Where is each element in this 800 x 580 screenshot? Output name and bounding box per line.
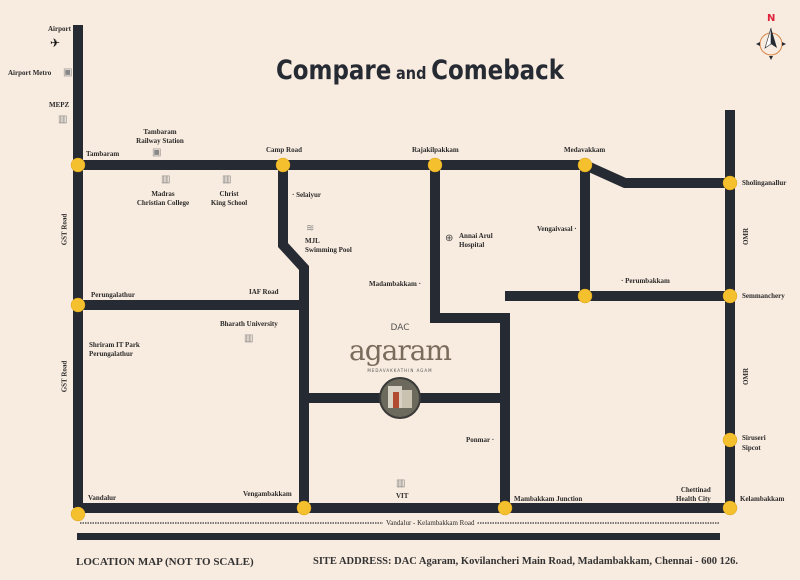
label-line: Tambaram xyxy=(143,128,177,136)
logo-name: agaram xyxy=(349,334,452,367)
label-bharath-university: Bharath University xyxy=(220,320,278,328)
school-icon: ▥ xyxy=(222,174,232,185)
label-vengaivasal: Vengaivasal · xyxy=(537,225,577,233)
road-label-vandalur-kelambakkam: Vandalur - Kelambakkam Road xyxy=(383,519,478,528)
university-icon: ▥ xyxy=(244,333,254,344)
label-line: Annai Arul xyxy=(459,232,493,240)
label-line: Madras xyxy=(151,190,175,198)
train-icon: ▣ xyxy=(63,67,73,78)
label-sholinganallur: Sholinganallur xyxy=(742,179,787,187)
label-selaiyur: · Selaiyur xyxy=(292,191,321,199)
road-camp-road xyxy=(278,165,309,508)
label-siruseri: Siruseri Sipcot xyxy=(742,434,766,452)
swimming-pool-icon: ≋ xyxy=(306,223,315,234)
junction-vandalur xyxy=(70,506,86,522)
junction-medavakkam xyxy=(577,157,593,173)
junction-siruseri xyxy=(722,432,738,448)
label-mepz: MEPZ xyxy=(49,101,70,109)
label-airport: Airport xyxy=(48,25,71,33)
label-vengambakkam: Vengambakkam xyxy=(243,490,292,498)
label-line: King School xyxy=(210,199,248,207)
label-line: Health City xyxy=(676,495,711,503)
label-text: Ponmar xyxy=(466,436,490,444)
label-line: Railway Station xyxy=(136,137,184,145)
compass-icon xyxy=(756,27,786,60)
title-part2: and xyxy=(396,64,427,84)
label-perumbakkam: · Perumbakkam xyxy=(621,277,670,285)
label-text: Selaiyur xyxy=(296,191,321,199)
airplane-icon: ✈ xyxy=(50,36,61,50)
title-part1: Compare xyxy=(275,55,392,86)
label-line: MJL xyxy=(305,237,320,245)
label-ponmar: Ponmar · xyxy=(466,436,495,444)
label-mambakkam: Mambakkam Junction xyxy=(514,495,583,503)
label-semmanchery: Semmanchery xyxy=(742,292,785,300)
label-line: Christian College xyxy=(136,199,190,207)
road-label-gst-upper: GST Road xyxy=(60,213,69,246)
label-medavakkam: Medavakkam xyxy=(564,146,606,154)
junction-perungalathur xyxy=(70,297,86,313)
label-kelambakkam: Kelambakkam xyxy=(740,495,785,503)
divider-bar xyxy=(77,533,720,540)
road-label-omr-lower: OMR xyxy=(742,367,751,386)
junction-camp-road xyxy=(275,157,291,173)
project-image xyxy=(379,377,421,419)
junction-sholinganallur xyxy=(722,175,738,191)
label-tambaram: Tambaram xyxy=(86,150,120,158)
label-vandalur: Vandalur xyxy=(88,494,117,502)
junction-medavakkam-south xyxy=(577,288,593,304)
train-icon: ▣ xyxy=(152,147,162,158)
label-madambakkam: Madambakkam · xyxy=(369,280,421,288)
title-part3: Comeback xyxy=(431,55,565,86)
label-line: Shriram IT Park xyxy=(89,341,140,349)
page-title: Compare and Comeback xyxy=(63,55,777,86)
road-rajakilpakkam xyxy=(430,165,510,508)
label-line: Christ xyxy=(219,190,239,198)
junction-tambaram xyxy=(70,157,86,173)
label-perungalathur: Perungalathur xyxy=(91,291,135,299)
road-tambaram-medavakkam xyxy=(78,160,730,188)
label-line: Swimming Pool xyxy=(305,246,352,254)
label-airport-metro: Airport Metro xyxy=(8,69,52,77)
junction-vengambakkam xyxy=(296,500,312,516)
label-text: Madambakkam xyxy=(369,280,417,288)
logo-brand: DAC xyxy=(390,323,410,333)
junction-rajakilpakkam xyxy=(427,157,443,173)
road-label-iaf: IAF Road xyxy=(249,288,279,296)
label-camp-road: Camp Road xyxy=(266,146,302,154)
label-line: Chettinad xyxy=(680,486,711,494)
junction-kelambakkam xyxy=(722,500,738,516)
junction-mambakkam xyxy=(497,500,513,516)
label-rajakilpakkam: Rajakilpakkam xyxy=(412,146,459,154)
college-icon: ▥ xyxy=(161,174,171,185)
footer-location-map: LOCATION MAP (NOT TO SCALE) xyxy=(76,556,254,568)
agaram-logo: DAC agaram MEDAVAKKATHIN AGAM xyxy=(340,323,460,374)
road-label-gst-lower: GST Road xyxy=(60,360,69,393)
label-line: Hospital xyxy=(459,241,485,249)
building-icon: ▥ xyxy=(58,114,68,125)
hospital-icon: ⊕ xyxy=(445,233,454,244)
compass-north-label: N xyxy=(767,13,776,24)
logo-tagline: MEDAVAKKATHIN AGAM xyxy=(367,368,433,373)
junction-semmanchery xyxy=(722,288,738,304)
footer-site-address: SITE ADDRESS: DAC Agaram, Kovilancheri M… xyxy=(313,556,739,567)
label-vit: VIT xyxy=(396,492,409,500)
road-label-omr-upper: OMR xyxy=(742,227,751,246)
label-line: Perungalathur xyxy=(89,350,133,358)
university-icon: ▥ xyxy=(396,478,406,489)
label-text: Vengaivasal xyxy=(537,225,573,233)
label-text: Perumbakkam xyxy=(625,277,670,285)
